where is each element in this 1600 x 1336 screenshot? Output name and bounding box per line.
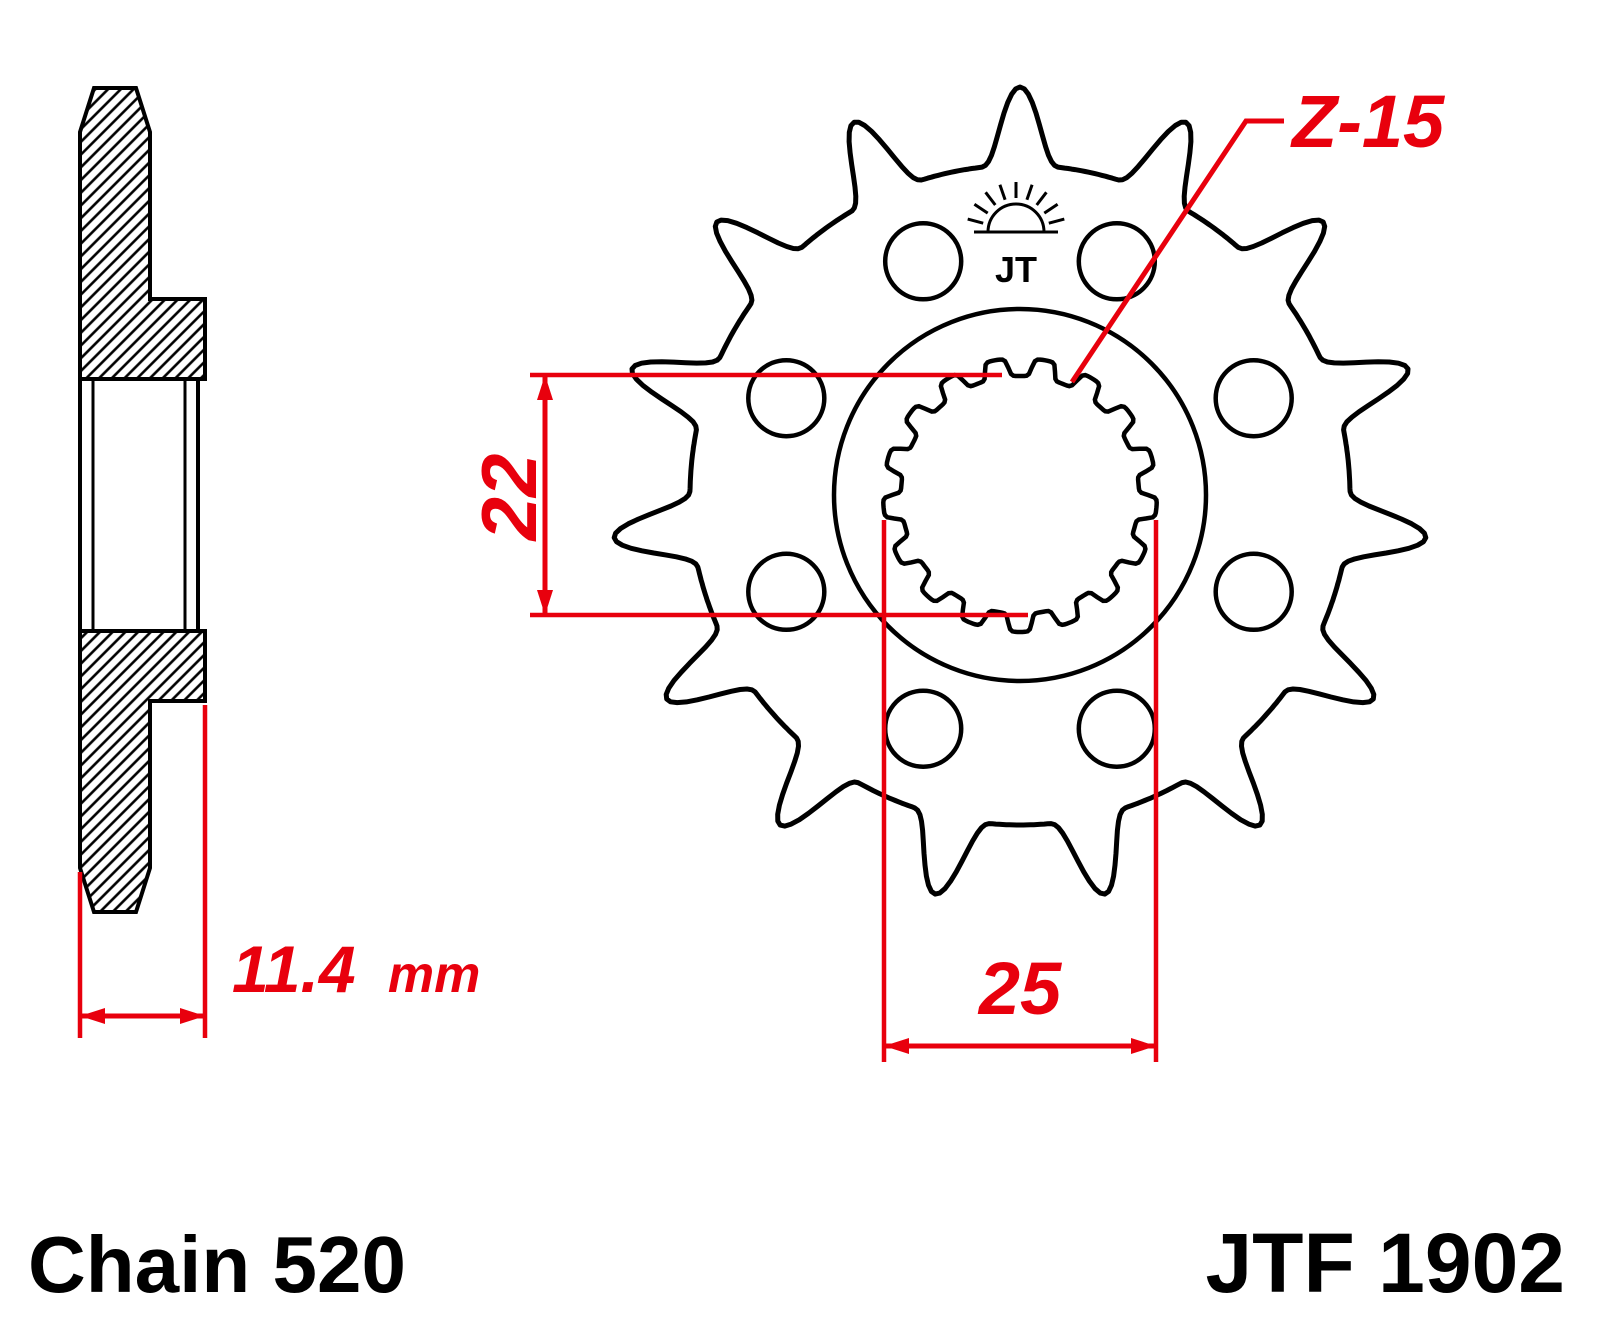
sun-icon [986, 202, 1046, 233]
section-lower-half [78, 629, 207, 914]
dimension-annotations: 22 25 11.4 mm Z-15 [77, 80, 1446, 1062]
section-bore [78, 377, 200, 633]
dim22-arrow-down [537, 590, 553, 615]
gear-teeth-outline [611, 84, 1429, 897]
sprocket-front-view: JT [611, 84, 1429, 897]
dim114-arrow-right [180, 1008, 205, 1024]
lightening-hole [882, 221, 964, 302]
lightening-hole [1213, 357, 1294, 439]
lightening-hole [882, 688, 964, 769]
dim114-unit: mm [388, 946, 480, 1004]
dim22-text: 22 [465, 454, 553, 543]
lightening-hole [1076, 221, 1158, 302]
dim25-arrow-left [884, 1038, 909, 1054]
sun-ray [1048, 217, 1065, 225]
section-upper-half [78, 86, 207, 381]
logo-text: JT [995, 249, 1037, 290]
cross-section-view [78, 86, 207, 914]
sun-ray [998, 184, 1007, 201]
sun-ray [1035, 191, 1048, 206]
lightening-hole [746, 551, 827, 633]
jt-logo: JT [967, 182, 1065, 290]
dim25-text: 25 [977, 947, 1063, 1030]
sun-ray [1025, 184, 1034, 201]
dim114-text: 11.4 mm [232, 932, 480, 1006]
lightening-hole [1213, 551, 1294, 633]
dim25-arrow-right [1131, 1038, 1156, 1054]
lightening-holes [746, 221, 1294, 769]
sun-ray [1043, 202, 1059, 215]
sun-ray [967, 217, 984, 225]
lightening-hole [1076, 688, 1158, 769]
dim114-arrow-left [80, 1008, 105, 1024]
lightening-hole [746, 357, 827, 439]
teeth-count-text: Z-15 [1290, 80, 1446, 163]
sun-rays [967, 182, 1065, 225]
dim22-arrow-up [537, 375, 553, 400]
part-number-label: JTF 1902 [1205, 1216, 1565, 1310]
dim114-value: 11.4 [232, 932, 356, 1006]
spline-bore-outline [881, 357, 1159, 635]
sun-ray [984, 191, 997, 206]
chain-size-label: Chain 520 [28, 1220, 406, 1309]
sun-ray [973, 202, 989, 215]
teeth-count-leader-line [1069, 118, 1284, 384]
hub-circle [831, 306, 1209, 684]
